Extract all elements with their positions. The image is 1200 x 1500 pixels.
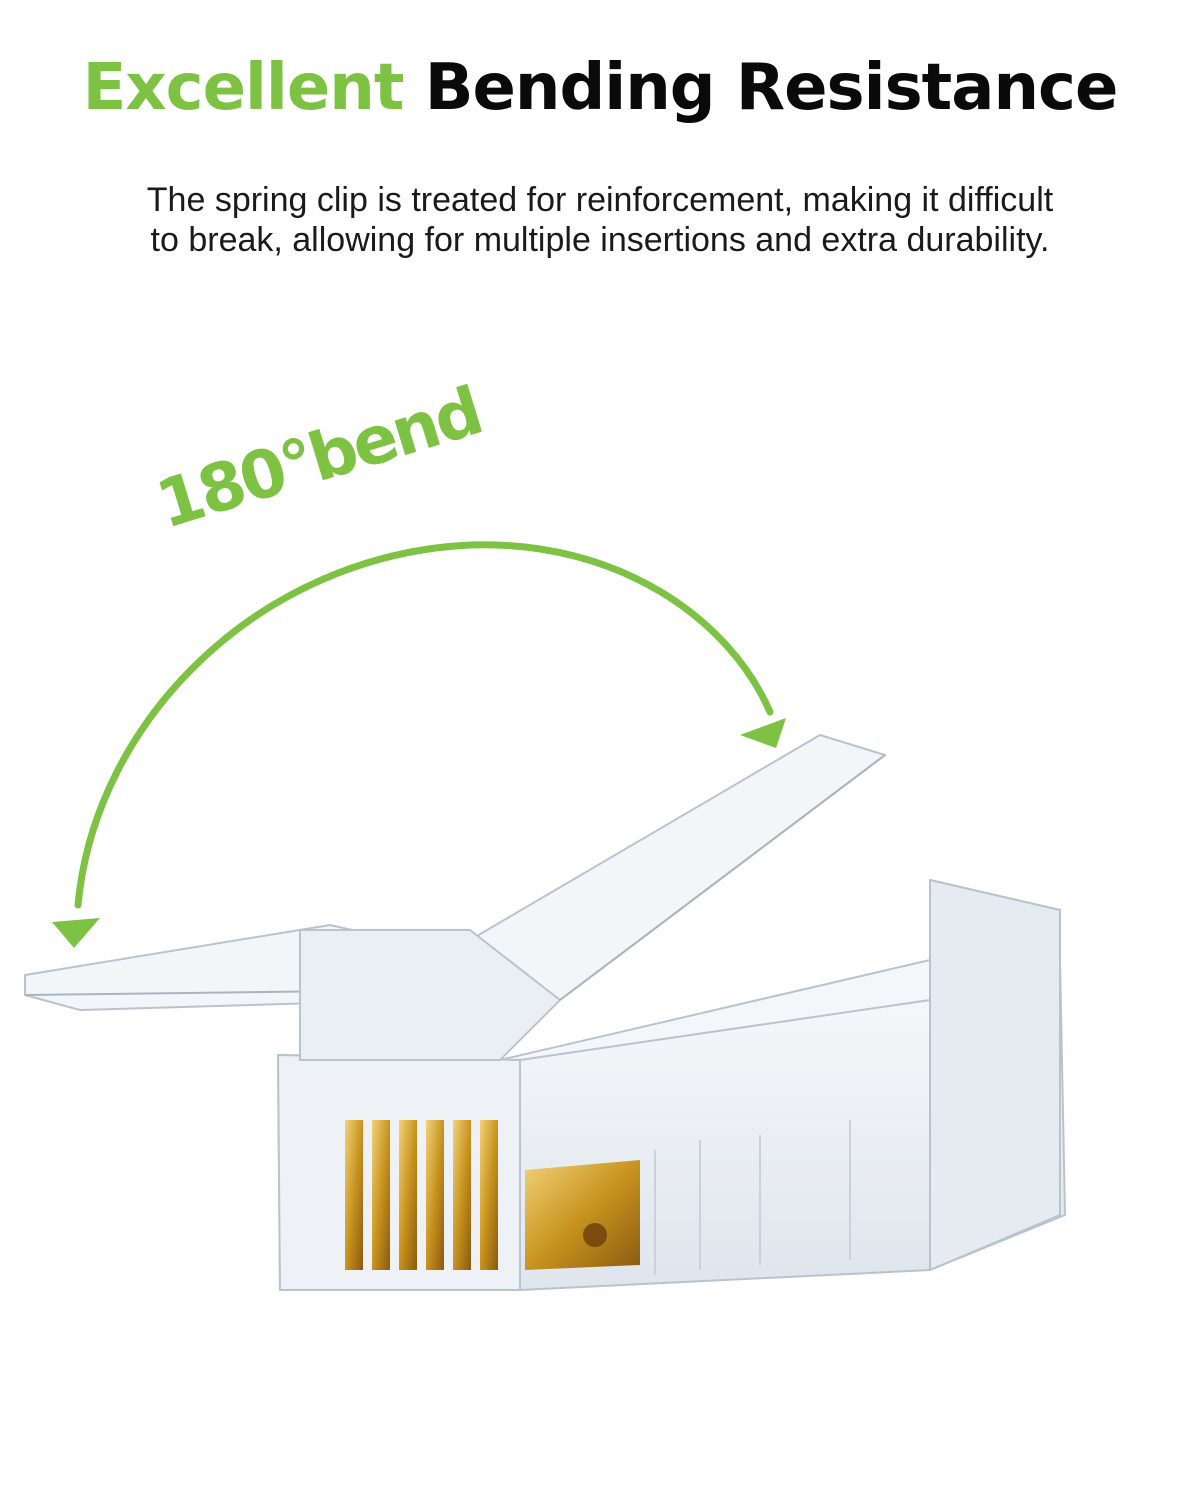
headline: Excellent Bending Resistance [0,48,1200,128]
headline-accent: Excellent [82,51,405,125]
rj45-connector-icon [24,734,1066,1291]
description-line-2: to break, allowing for multiple insertio… [150,221,1050,259]
curved-arrow-icon [52,541,786,948]
headline-rest: Bending Resistance [424,51,1119,125]
description-line-1: The spring clip is treated for reinforce… [146,181,1054,219]
description: The spring clip is treated for reinforce… [80,180,1120,260]
